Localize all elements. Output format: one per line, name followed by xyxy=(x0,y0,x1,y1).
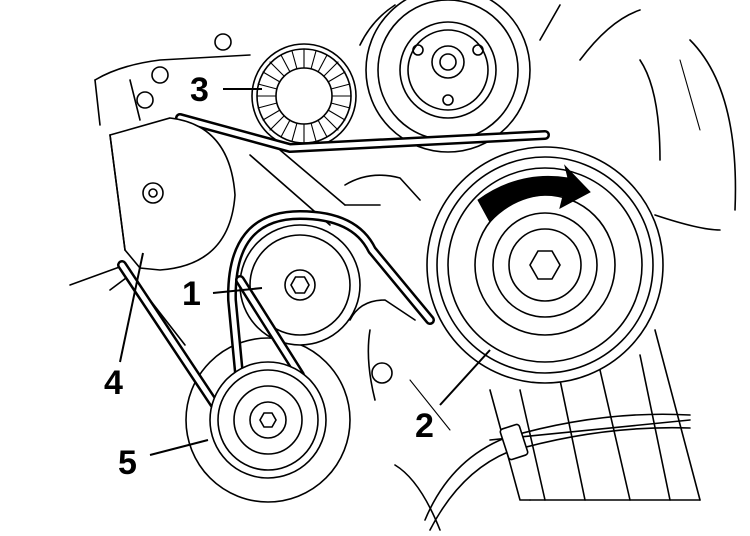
idler-pulley xyxy=(239,224,361,346)
idler-bolt xyxy=(290,276,310,294)
upper-pulley-ribs xyxy=(256,48,352,144)
top-right-pulley xyxy=(365,0,531,153)
tensioner-pivot xyxy=(142,182,164,204)
lower-pulley-bolt xyxy=(259,412,277,428)
drive-belt xyxy=(117,113,550,410)
coolant-hose xyxy=(424,413,691,531)
upper-pulley xyxy=(251,43,357,149)
engine-housing-outline xyxy=(69,4,737,531)
crankshaft-bolt xyxy=(529,250,561,280)
label-tensioner: 4 xyxy=(104,364,123,402)
label-idler-pulley: 1 xyxy=(182,275,201,313)
label-upper-pulley: 3 xyxy=(190,71,209,109)
label-crankshaft-pulley: 2 xyxy=(415,407,434,445)
callout-leaders xyxy=(119,88,491,456)
hose-clamp xyxy=(499,423,529,461)
rotation-arrow-icon xyxy=(477,164,591,223)
label-lower-pulley: 5 xyxy=(118,444,137,482)
housing-holes xyxy=(136,33,393,384)
belt-tensioner xyxy=(109,117,236,271)
lower-pulley xyxy=(209,361,327,479)
